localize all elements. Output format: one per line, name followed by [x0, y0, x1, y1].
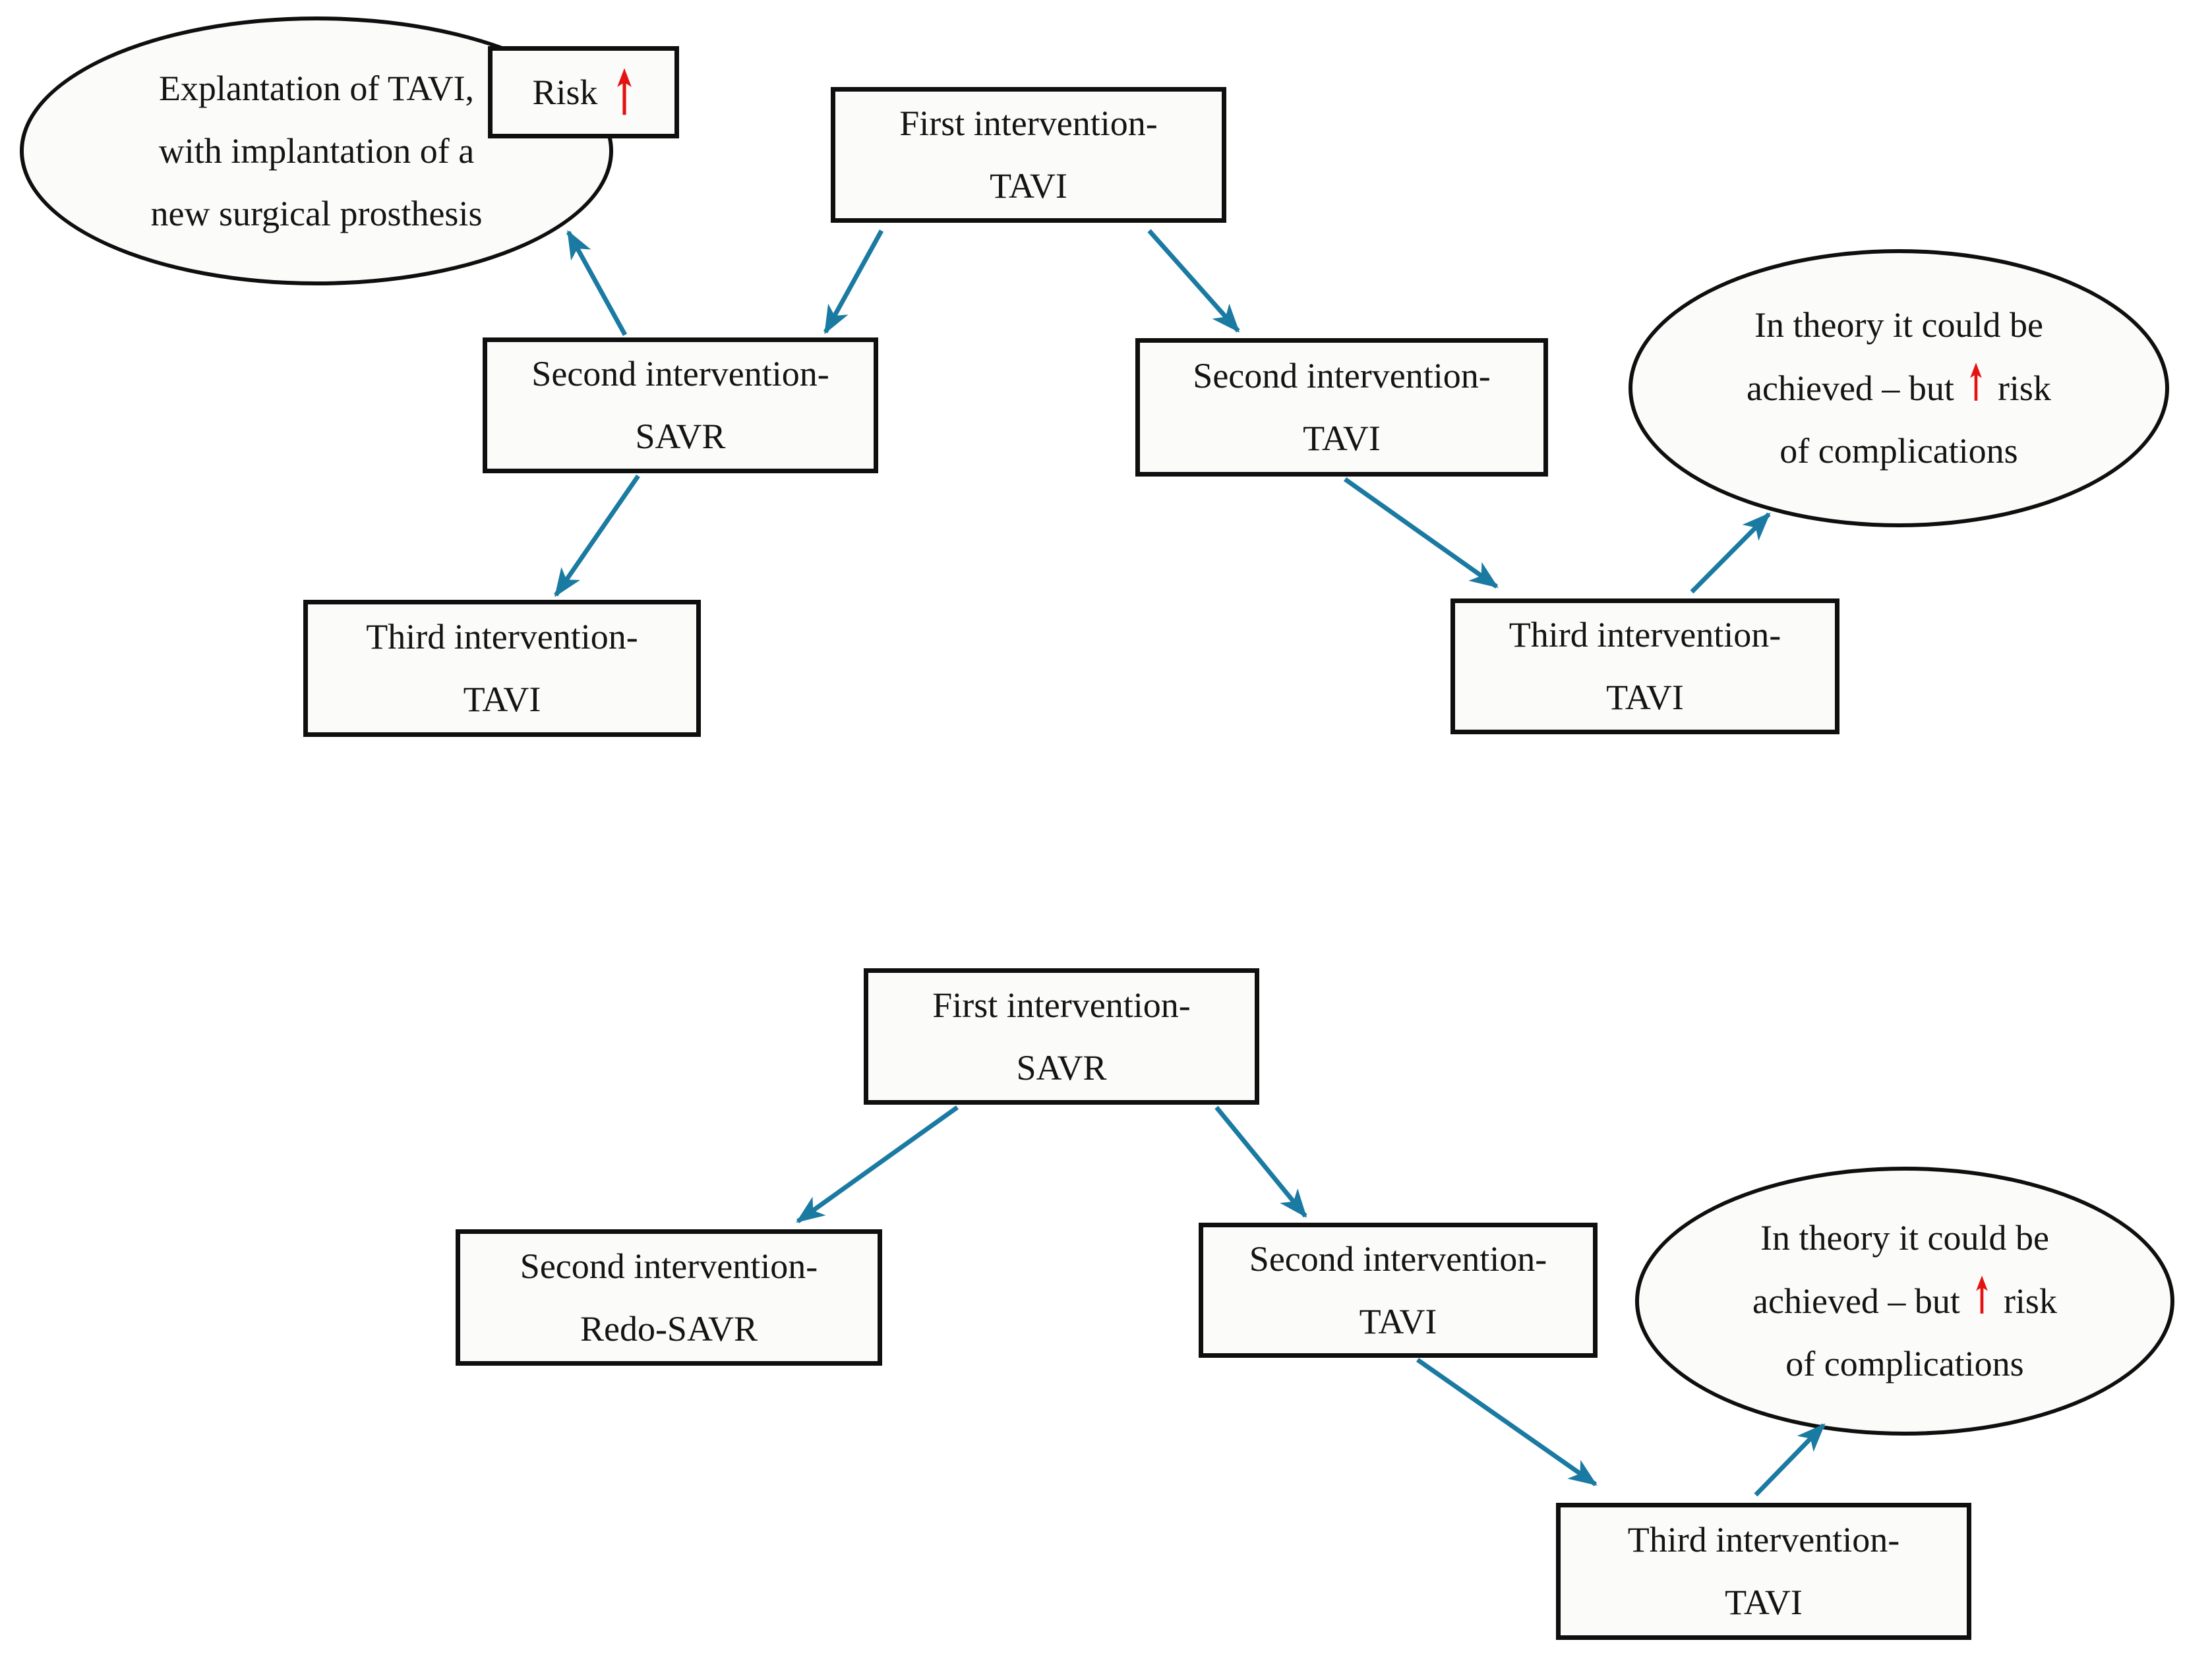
ellipse-text-line: In theory it could be: [1754, 305, 2043, 345]
box-label-line1: Third intervention-: [1509, 615, 1781, 655]
box-second-intervention-savr: Second intervention- SAVR: [483, 337, 878, 473]
box-third-intervention-tavi-right: Third intervention- TAVI: [1450, 598, 1839, 734]
box-label-line1: Second intervention-: [520, 1246, 818, 1286]
ellipse-text-line: of complications: [1785, 1344, 2024, 1384]
ellipse-text-line: with implantation of a: [158, 131, 475, 171]
ellipse-text-line: of complications: [1779, 431, 2018, 471]
box-label-line2: TAVI: [1359, 1301, 1437, 1341]
box-label-line1: First intervention-: [932, 985, 1191, 1025]
box-label-line2: SAVR: [1016, 1047, 1107, 1088]
box-label-line1: Third intervention-: [366, 617, 638, 656]
box-label-line2: TAVI: [990, 166, 1067, 206]
arrow-second-tavi-to-third-tavi-right: [1343, 477, 1499, 589]
ellipse-text-segment: achieved – but: [1752, 1281, 1960, 1321]
box-third-intervention-tavi-left: Third intervention- TAVI: [303, 600, 701, 737]
ellipse-text-segment: achieved – but: [1747, 368, 1954, 408]
risk-increase-up-arrow-icon: [1970, 363, 1982, 401]
ellipse-text-line: new surgical prosthesis: [150, 193, 483, 233]
arrow-first-tavi-to-second-savr: [823, 229, 884, 335]
box-label-line2: TAVI: [1725, 1583, 1803, 1622]
box-second-intervention-tavi-top: Second intervention- TAVI: [1135, 338, 1548, 477]
box-first-intervention-savr: First intervention- SAVR: [864, 968, 1259, 1105]
box-label-line1: First intervention-: [899, 103, 1158, 143]
risk-increase-up-arrow-icon: [1976, 1275, 1988, 1314]
arrow-third-tavi-bottom-to-theory-ellipse: [1754, 1423, 1826, 1497]
ellipse-text-line-with-icon: achieved – but risk: [1747, 357, 2051, 420]
box-label-line1: Second intervention-: [1249, 1238, 1547, 1279]
ellipse-text-line: In theory it could be: [1760, 1218, 2049, 1258]
box-second-intervention-redo-savr: Second intervention- Redo-SAVR: [456, 1229, 882, 1366]
arrow-first-savr-to-second-tavi-bottom: [1214, 1105, 1307, 1218]
arrow-third-tavi-right-to-theory-ellipse: [1690, 512, 1771, 594]
arrow-second-savr-to-explant-ellipse: [566, 229, 628, 336]
box-first-intervention-tavi: First intervention- TAVI: [831, 87, 1226, 223]
ellipse-in-theory-bottom: In theory it could be achieved – but ris…: [1635, 1167, 2174, 1436]
arrow-first-tavi-to-second-tavi: [1147, 229, 1240, 333]
ellipse-in-theory-top: In theory it could be achieved – but ris…: [1629, 249, 2169, 527]
box-label-line1: Second intervention-: [1193, 356, 1491, 395]
box-label-line2: SAVR: [635, 417, 726, 456]
box-label-line2: TAVI: [1303, 419, 1381, 458]
risk-label: Risk: [532, 72, 598, 112]
ellipse-text-segment: risk: [1997, 368, 2051, 408]
box-label-line1: Third intervention-: [1627, 1520, 1900, 1559]
box-second-intervention-tavi-bottom: Second intervention- TAVI: [1199, 1223, 1598, 1358]
box-third-intervention-tavi-bottom: Third intervention- TAVI: [1556, 1503, 1971, 1640]
ellipse-text-line-with-icon: achieved – but risk: [1752, 1269, 2057, 1333]
box-risk: Risk: [488, 46, 679, 138]
box-label-line2: TAVI: [463, 680, 541, 719]
ellipse-text-segment: risk: [2003, 1281, 2057, 1321]
arrow-second-tavi-bottom-to-third-tavi-bottom: [1416, 1358, 1598, 1486]
box-label-line2: TAVI: [1606, 678, 1684, 717]
box-label-line2: Redo-SAVR: [580, 1308, 758, 1349]
arrow-first-savr-to-redo-savr: [796, 1105, 959, 1223]
ellipse-text-line: Explantation of TAVI,: [158, 68, 475, 108]
arrow-second-savr-to-third-tavi-left: [554, 475, 640, 597]
risk-increase-up-arrow-icon: [616, 68, 632, 115]
box-label-line1: Second intervention-: [531, 354, 829, 393]
